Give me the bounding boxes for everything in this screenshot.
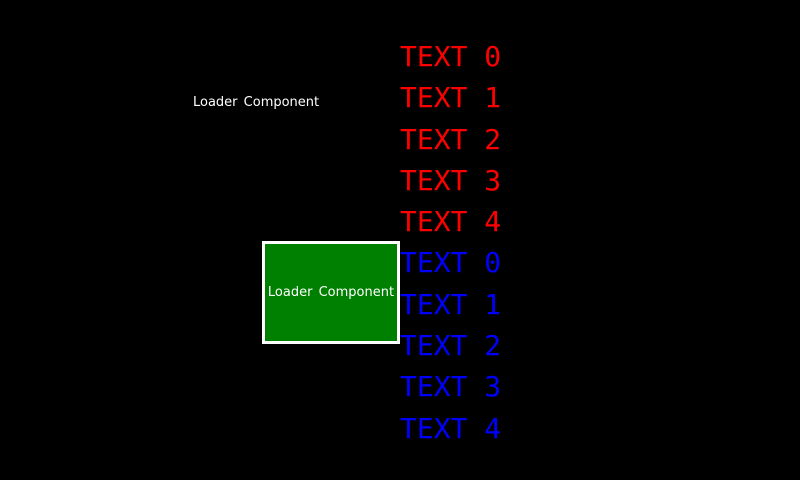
list-item: TEXT 3 — [400, 163, 502, 197]
list-item: TEXT 1 — [400, 81, 502, 115]
loader-component-box-label: Loader Component — [267, 285, 395, 300]
loader-component-box[interactable]: Loader Component — [262, 241, 400, 344]
list-item: TEXT 2 — [400, 329, 502, 363]
text-list: TEXT 0 TEXT 1 TEXT 2 TEXT 3 TEXT 4 TEXT … — [400, 36, 501, 449]
list-item: TEXT 4 — [400, 411, 502, 445]
list-item: TEXT 1 — [400, 287, 502, 321]
list-item: TEXT 0 — [400, 40, 502, 73]
list-item: TEXT 2 — [400, 122, 502, 156]
list-item: TEXT 0 — [400, 246, 502, 280]
list-item: TEXT 3 — [400, 370, 502, 404]
loader-component-label: Loader Component — [193, 95, 320, 110]
list-item: TEXT 4 — [400, 205, 502, 239]
